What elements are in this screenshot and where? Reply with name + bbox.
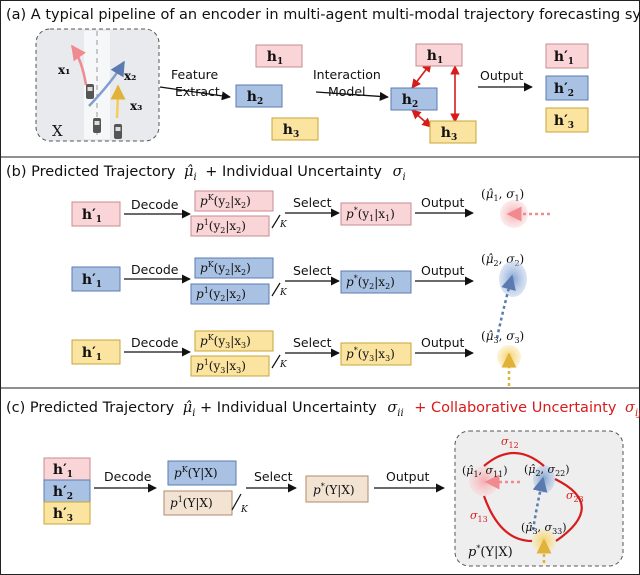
interaction-model-label-1: Interaction [313,67,381,82]
decode-label: Decode [131,262,179,277]
stacked-input-h1: h′1 [43,457,91,481]
svg-text:h3: h3 [283,122,299,140]
select-label-c: Select [254,469,293,484]
k-label: K [279,220,288,230]
feature-extract-label-2: Extract [175,84,220,99]
joint-dist-boxes: pK(Y|X) p1(Y|X) K [163,460,249,516]
row-3-top-dist: pK(y3|x3) [200,333,251,350]
decode-label: Decode [131,197,179,212]
row-2-selected: p*(y2|x2) [346,274,395,291]
section-a: (a) A typical pipeline of an encoder in … [6,7,640,144]
agent-label-1: x₁ [58,63,70,77]
k-label-c: K [240,505,249,515]
k-label: K [279,288,288,298]
svg-text:h′2: h′2 [554,81,574,99]
graph-node-h2: h2 [390,87,438,111]
row-3-input: h′1 [71,339,121,365]
car-icon [114,124,122,139]
svg-text:h3: h3 [441,125,457,143]
svg-text:h′1: h′1 [82,345,102,363]
row-1: h′1 Decode pK(y2|x2) p1(y2|x2) K Select … [71,187,550,237]
output-label: Output [421,195,465,210]
interaction-model-label-2: Model [328,84,366,99]
svg-text:h′1: h′1 [554,49,574,67]
agent-label-3: x₃ [130,99,142,113]
feature-extract-label-1: Feature [171,67,219,82]
car-icon [93,118,101,133]
row-1-selected: p*(y1|x1) [346,206,395,223]
interaction-graph: h1 h2 h3 [390,43,477,144]
row-3: h′1 Decode pK(y3|x3) p1(y3|x3) K Select … [71,329,524,386]
row-1-input: h′1 [71,201,121,227]
select-label: Select [293,195,332,210]
joint-bottom-dist: p1(Y|X) [170,495,213,510]
feature-box-h3: h3 [271,117,319,141]
svg-text:h′1: h′1 [82,207,102,225]
svg-text:h1: h1 [267,49,283,67]
feature-box-h2: h2 [235,84,283,108]
row-1-result: (μ̂1, σ1) [481,187,524,203]
row-3-selected: p*(y3|x3) [346,346,395,363]
decode-label: Decode [131,335,179,350]
row-3-result: (μ̂3, σ3) [481,329,524,345]
row-2-bottom-dist: p1(y2|x2) [196,286,246,303]
row-2: h′1 Decode pK(y2|x2) p1(y2|x2) K Select … [71,252,527,339]
svg-text:h1: h1 [427,48,443,66]
svg-text:h′1: h′1 [53,462,73,480]
output-label: Output [421,335,465,350]
svg-text:h′1: h′1 [82,272,102,290]
svg-text:h′2: h′2 [53,484,73,502]
svg-text:h2: h2 [247,89,263,107]
row-2-top-dist: pK(y2|x2) [200,260,251,277]
edge-label-23: σ23 [566,489,584,504]
agent-label-2: x₂ [124,69,136,83]
graph-node-h3: h3 [429,120,477,144]
uncertainty-blob-2 [499,261,527,297]
svg-text:h2: h2 [402,92,418,110]
node-label-1: (μ̂1, σ11) [462,464,508,479]
stacked-input-h3: h′3 [43,501,91,525]
output-box-h3: h′3 [545,107,589,133]
joint-selected: p*(Y|X) [313,482,355,497]
graph-node-h1: h1 [415,43,463,67]
panel-label: p*(Y|X) [468,544,513,560]
edge-label-13: σ13 [470,509,488,524]
joint-output-panel: (μ̂1, σ11) (μ̂2, σ22) (μ̂3, σ33) σ12 σ23… [454,430,624,567]
k-label: K [279,360,288,370]
output-label-a: Output [480,68,524,83]
edge-label-12: σ12 [501,435,519,450]
node-label-2: (μ̂2, σ22) [524,463,570,478]
output-label: Output [421,263,465,278]
select-label: Select [293,335,332,350]
select-label: Select [293,263,332,278]
row-1-top-dist: pK(y2|x2) [200,193,251,210]
row-3-bottom-dist: p1(y3|x3) [196,358,246,375]
decode-label-c: Decode [104,469,152,484]
scene-label: X [52,122,63,140]
svg-text:h′3: h′3 [53,506,73,524]
scene-panel: x₁ x₂ x₃ X [35,28,160,142]
output-box-h1: h′1 [545,43,589,69]
section-b-title: (b) Predicted Trajectory μ̂i + Individua… [6,164,406,184]
output-label-c: Output [386,469,430,484]
section-b: (b) Predicted Trajectory μ̂i + Individua… [6,164,550,386]
section-a-title: (a) A typical pipeline of an encoder in … [6,7,640,23]
joint-top-dist: pK(Y|X) [174,465,218,480]
output-box-h2: h′2 [545,75,589,101]
row-2-input: h′1 [71,266,121,292]
row-1-bottom-dist: p1(y2|x2) [196,218,246,235]
svg-text:h′3: h′3 [554,113,574,131]
car-icon [86,84,94,99]
section-c: (c) Predicted Trajectory μ̂i + Individua… [6,400,640,567]
section-c-title: (c) Predicted Trajectory μ̂i + Individua… [6,400,640,420]
node-label-3: (μ̂3, σ33) [521,521,567,536]
feature-box-h1: h1 [255,44,303,68]
stacked-input-h2: h′2 [43,479,91,503]
